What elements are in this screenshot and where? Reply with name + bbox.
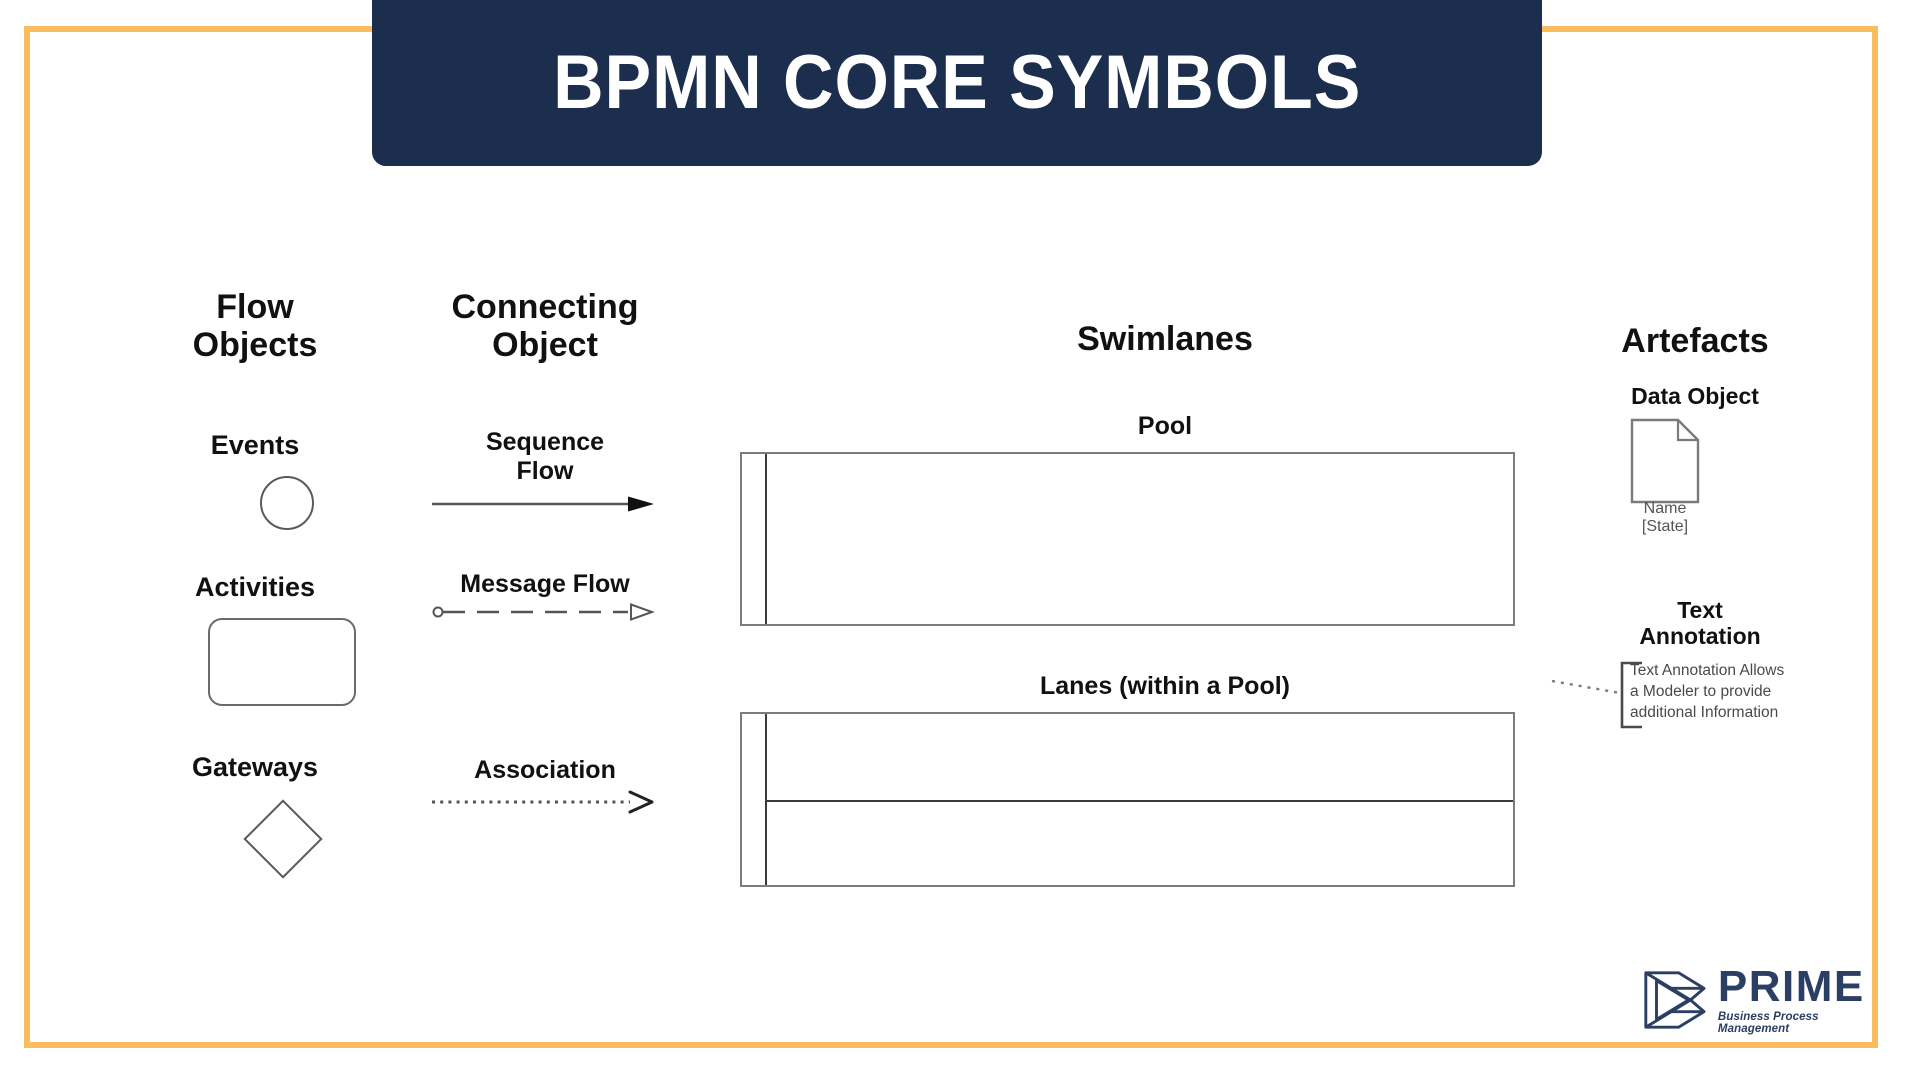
prime-tagline: Business Process Management [1717,1011,1819,1035]
label-association: Association [474,756,616,784]
label-message-flow: Message Flow [460,570,630,598]
label-sequence-flow: Sequence Flow [400,428,690,486]
lane-separator-line [765,800,1513,802]
label-sequence-flow-line2: Flow [516,456,574,485]
column-title-connecting-object-line2: Object [492,326,598,365]
rounded-rectangle-icon [208,618,356,706]
label-events: Events [210,430,300,460]
bracket-annotation-icon [1551,661,1642,729]
title-banner: BPMN CORE SYMBOLS [372,0,1542,166]
column-title-flow-objects-line2: Objects [192,326,318,365]
solid-arrow-icon [432,496,654,512]
text-annotation-line3: additional Information [1630,704,1779,722]
text-annotation-content: Text Annotation Allows a Modeler to prov… [1630,660,1820,723]
label-pool: Pool [1137,412,1193,440]
prime-brand-name: PRIME [1717,962,1865,1011]
dashed-open-arrow-icon [432,603,655,621]
lanes-header-divider [765,714,767,885]
label-gateways: Gateways [191,752,319,782]
data-object-caption: Name [State] [1620,500,1710,537]
prime-wordmark: PRIME Business Process Management [1718,965,1888,1035]
data-object-caption-state: [State] [1641,518,1689,536]
dotted-line-arrow-icon [432,790,654,814]
prime-logo: PRIME Business Process Management [1640,962,1888,1038]
data-object-caption-name: Name [1643,500,1687,517]
column-title-swimlanes: Swimlanes [1077,320,1253,358]
column-title-artefacts: Artefacts [1621,322,1769,360]
column-title-flow-objects: Flow Objects [140,288,370,364]
label-text-annotation: Text Annotation [1600,597,1800,650]
label-text-annotation-line1: Text [1677,597,1723,623]
label-data-object: Data Object [1631,383,1759,409]
label-activities: Activities [194,572,316,602]
prime-triangle-icon [1644,971,1706,1029]
page-title: BPMN CORE SYMBOLS [552,40,1362,125]
column-title-connecting-object-line1: Connecting [451,288,639,326]
lanes-shape [740,712,1515,887]
pool-header-divider [765,454,767,624]
diamond-icon [243,799,323,879]
column-title-flow-objects-line1: Flow [216,288,294,326]
text-annotation-line1: Text Annotation Allows [1630,662,1785,679]
pool-shape [740,452,1515,626]
document-page-icon [1630,418,1700,504]
label-text-annotation-line2: Annotation [1639,623,1761,650]
text-annotation-line2: a Modeler to provide [1630,683,1772,701]
column-title-connecting-object: Connecting Object [400,288,690,364]
label-sequence-flow-line1: Sequence [485,428,605,456]
circle-icon [260,476,314,530]
label-lanes: Lanes (within a Pool) [1039,672,1290,700]
